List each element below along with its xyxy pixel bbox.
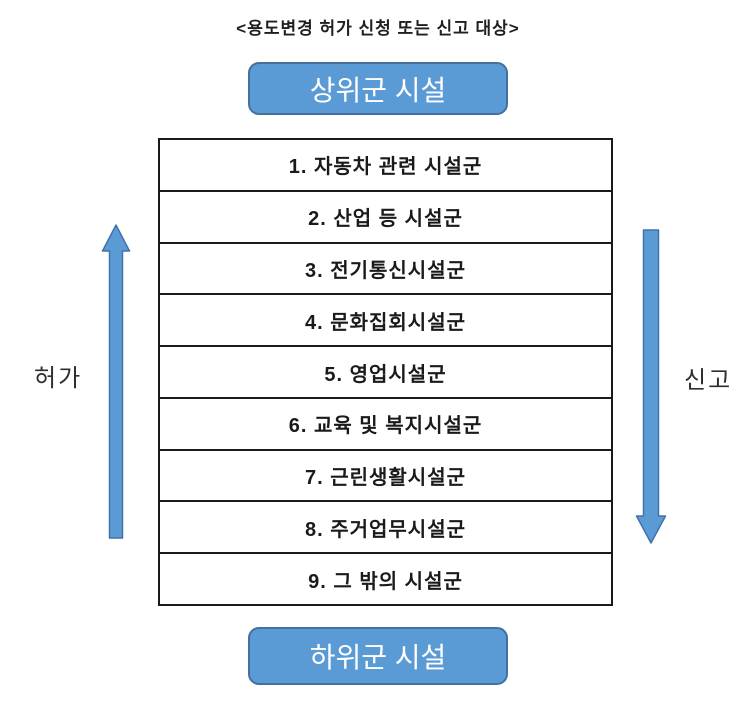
report-label: 신고 <box>684 367 733 394</box>
facility-row-4: 4. 문화집회시설군 <box>160 295 611 348</box>
facility-row-6: 6. 교육 및 복지시설군 <box>160 399 611 451</box>
permit-label: 허가 <box>34 365 83 392</box>
lower-group-label: 하위군 시설 <box>309 642 447 673</box>
up-arrow-icon <box>101 224 131 539</box>
facility-row-1: 1. 자동차 관련 시설군 <box>160 140 611 192</box>
facility-row-8: 8. 주거업무시설군 <box>160 502 611 555</box>
diagram-title: <용도변경 허가 신청 또는 신고 대상> <box>236 19 520 38</box>
facility-group-table: 1. 자동차 관련 시설군 2. 산업 등 시설군 3. 전기통신시설군 4. … <box>158 138 613 606</box>
facility-row-7: 7. 근린생활시설군 <box>160 451 611 503</box>
facility-row-9: 9. 그 밖의 시설군 <box>308 570 463 593</box>
down-arrow-icon <box>635 229 667 544</box>
facility-row-5: 5. 영업시설군 <box>160 347 611 399</box>
upper-group-box: 상위군 시설 <box>248 62 508 115</box>
upper-group-label: 상위군 시설 <box>309 74 447 106</box>
facility-row-3: 3. 전기통신시설군 <box>160 244 611 296</box>
facility-row-2: 2. 산업 등 시설군 <box>160 192 611 244</box>
lower-group-box: 하위군 시설 <box>248 627 508 685</box>
